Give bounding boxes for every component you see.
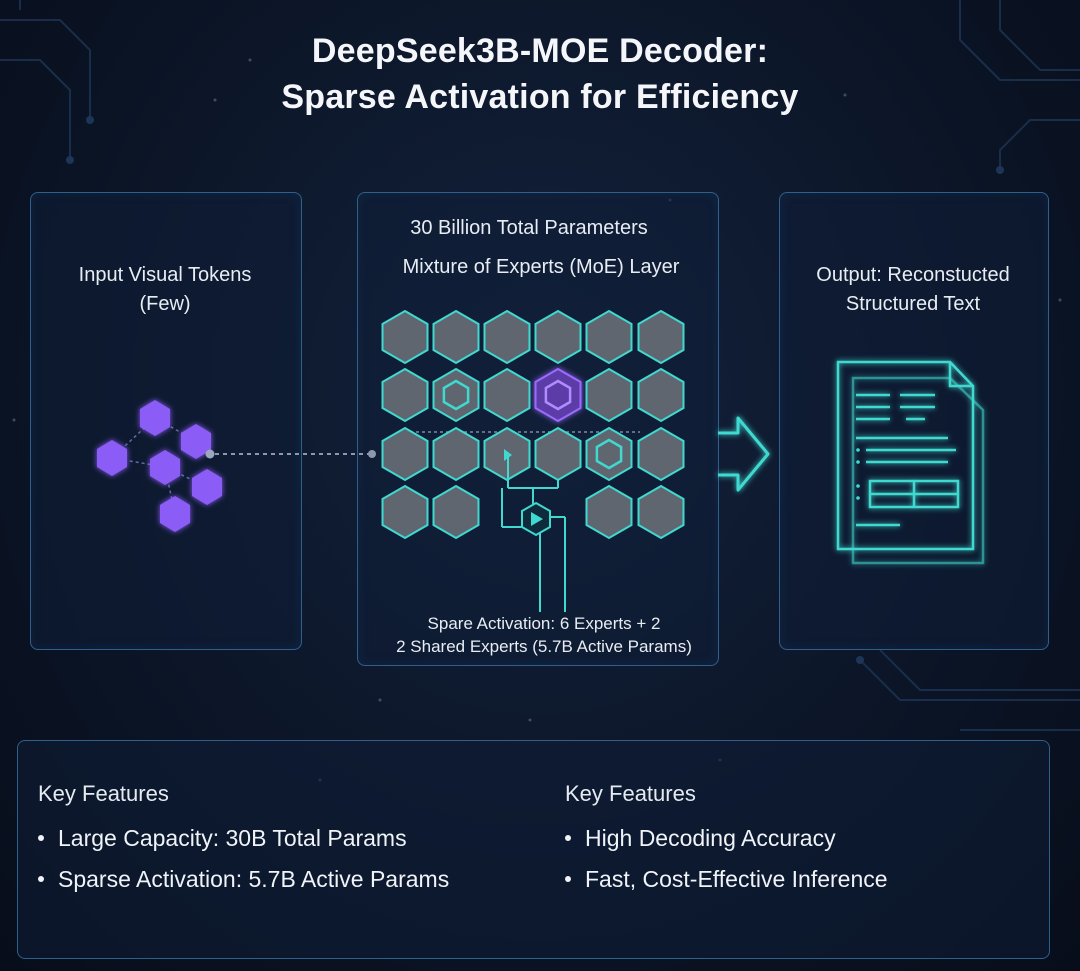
title-line-2: Sparse Activation for Efficiency — [281, 78, 799, 116]
key-features-left-list: Large Capacity: 30B Total Params Sparse … — [38, 818, 449, 900]
list-item: High Decoding Accuracy — [565, 818, 888, 859]
expert-hexagon-icon — [381, 309, 429, 365]
output-label-line-1: Output: Reconstucted — [816, 264, 1010, 286]
output-label: Output: Reconstucted Structured Text — [779, 261, 1047, 319]
output-panel — [779, 192, 1049, 650]
expert-hexagon-icon — [432, 309, 480, 365]
expert-hexagon-icon — [585, 426, 633, 482]
list-item: Sparse Activation: 5.7B Active Params — [38, 859, 449, 900]
expert-hexagon-icon — [585, 484, 633, 540]
expert-hexagon-icon — [381, 426, 429, 482]
token-hexagon-icon — [150, 450, 180, 485]
connector-dot — [205, 449, 215, 459]
expert-hexagon-icon — [534, 426, 582, 482]
activation-caption-line-2: 2 Shared Experts (5.7B Active Params) — [396, 637, 692, 656]
activation-caption: Spare Activation: 6 Experts + 2 2 Shared… — [370, 612, 718, 658]
token-hexagon-icon — [160, 496, 190, 532]
expert-hexagon-icon — [432, 367, 480, 423]
expert-inner-hexagon-icon — [595, 438, 623, 470]
expert-hexagon-icon — [483, 367, 531, 423]
list-item: Large Capacity: 30B Total Params — [38, 818, 449, 859]
input-label: Input Visual Tokens (Few) — [30, 261, 300, 319]
key-features-right-list: High Decoding Accuracy Fast, Cost-Effect… — [565, 818, 888, 900]
expert-hexagon-icon — [637, 484, 685, 540]
expert-hexagon-icon — [381, 484, 429, 540]
expert-hexagon-icon — [637, 426, 685, 482]
bullet-icon — [38, 875, 44, 882]
expert-hexagon-icon — [585, 309, 633, 365]
activation-caption-line-1: Spare Activation: 6 Experts + 2 — [427, 614, 661, 633]
bullet-icon — [565, 834, 571, 841]
expert-hexagon-icon — [637, 309, 685, 365]
feature-text: High Decoding Accuracy — [585, 825, 836, 851]
expert-hexagon-icon — [432, 426, 480, 482]
expert-grid — [381, 309, 685, 540]
feature-text: Sparse Activation: 5.7B Active Params — [58, 866, 450, 892]
expert-hexagon-icon — [432, 484, 480, 540]
feature-text: Large Capacity: 30B Total Params — [58, 825, 407, 851]
router-icon — [521, 501, 551, 537]
key-features-right-heading: Key Features — [565, 781, 696, 806]
key-features-box — [17, 740, 1050, 959]
arrow-right-icon — [718, 416, 770, 492]
total-params-label: 30 Billion Total Parameters — [410, 217, 648, 239]
moe-layer-label: Mixture of Experts (MoE) Layer — [402, 256, 680, 278]
document-icon — [836, 360, 985, 565]
bullet-icon — [38, 834, 44, 841]
token-hexagon-icon — [181, 424, 211, 459]
title-line-1: DeepSeek3B-MOE Decoder: — [311, 32, 769, 70]
list-item: Fast, Cost-Effective Inference — [565, 859, 888, 900]
expert-hexagon-icon — [483, 309, 531, 365]
expert-inner-hexagon-icon — [442, 379, 470, 411]
expert-hexagon-icon — [585, 367, 633, 423]
connector-dot — [368, 450, 376, 458]
expert-hexagon-icon — [637, 367, 685, 423]
token-hexagon-icon — [140, 400, 170, 436]
expert-hexagon-icon — [381, 367, 429, 423]
token-hexagon-icon — [97, 440, 127, 476]
expert-inner-hexagon-icon — [544, 379, 572, 411]
output-label-line-2: Structured Text — [845, 293, 981, 315]
token-hexagon-icon — [192, 469, 222, 505]
expert-hexagon-icon — [534, 309, 582, 365]
bullet-icon — [565, 875, 571, 882]
active-expert-hexagon-icon — [534, 367, 582, 423]
input-label-line-1: Input Visual Tokens — [78, 264, 252, 286]
feature-text: Fast, Cost-Effective Inference — [585, 866, 888, 892]
key-features-left-heading: Key Features — [38, 781, 169, 806]
input-label-line-2: (Few) — [139, 293, 191, 315]
router-lines — [501, 455, 566, 612]
input-tokens — [97, 400, 222, 532]
